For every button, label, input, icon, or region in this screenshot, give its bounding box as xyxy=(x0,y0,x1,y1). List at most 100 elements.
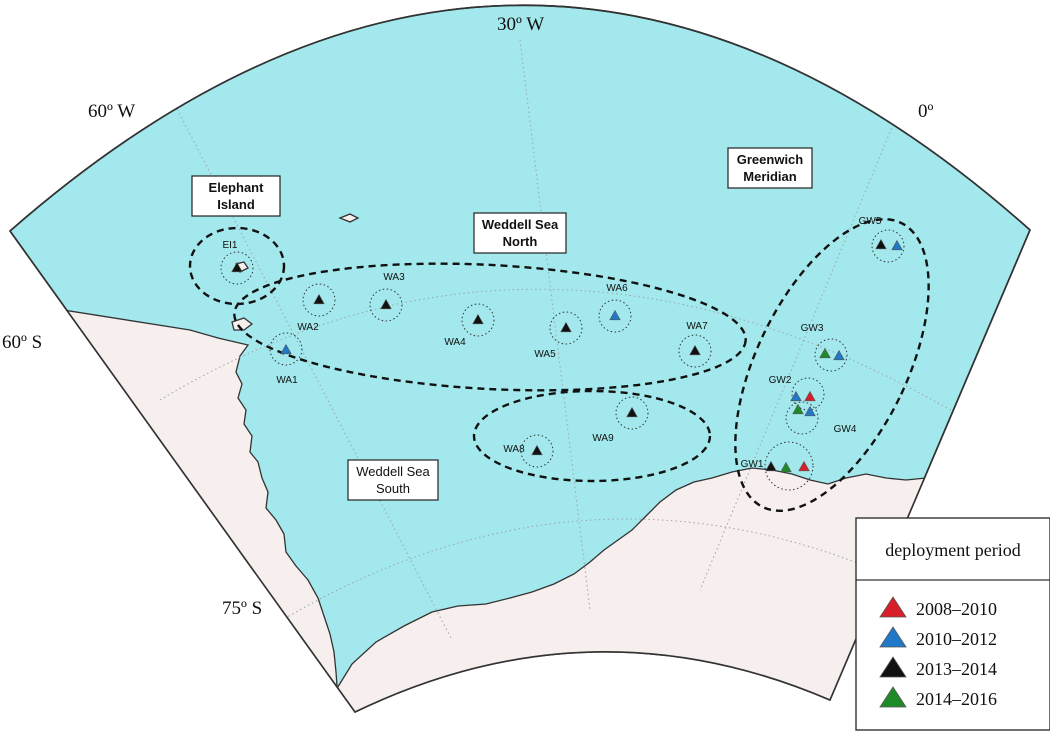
site-range-circle xyxy=(785,401,819,435)
site-range-circle xyxy=(461,303,495,337)
site-ei1: EI1 xyxy=(220,240,254,285)
legend-label: 2010–2012 xyxy=(916,629,997,649)
site-label: WA9 xyxy=(592,433,614,444)
legend-label: 2014–2016 xyxy=(916,689,997,709)
legend-swatch xyxy=(879,686,907,708)
site-label: GW5 xyxy=(859,216,882,227)
site-label: WA1 xyxy=(276,375,298,386)
site-gw2: GW2 xyxy=(769,375,825,417)
region-label-weddell-south: Weddell Sea South xyxy=(347,459,439,501)
deployment-marker xyxy=(804,405,816,417)
deployment-marker xyxy=(380,298,392,310)
legend-item: 2014–2016 xyxy=(879,686,997,709)
deployment-marker xyxy=(891,239,903,251)
site-range-circle xyxy=(598,299,632,333)
latitude-label-75s: 75º S xyxy=(222,598,262,619)
site-gw4: GW4 xyxy=(785,401,857,435)
site-wa2: WA2 xyxy=(297,283,336,333)
site-label: WA8 xyxy=(503,444,525,455)
longitude-label-30w: 30º W xyxy=(497,14,544,35)
site-label: GW1 xyxy=(741,459,764,470)
site-label: EI1 xyxy=(222,240,237,251)
region-label-elephant-island: Elephant Island xyxy=(191,175,281,217)
cluster-weddell-south xyxy=(472,389,712,483)
site-wa9: WA9 xyxy=(592,396,649,444)
site-label: WA6 xyxy=(606,283,628,294)
south-shetland-islands xyxy=(231,317,254,331)
region-line: Weddell Sea xyxy=(356,464,430,479)
site-range-circle xyxy=(302,283,336,317)
site-gw5: GW5 xyxy=(859,216,905,263)
region-line: North xyxy=(503,234,538,249)
deployment-marker xyxy=(472,313,484,325)
site-wa6: WA6 xyxy=(598,283,632,333)
map-frame xyxy=(8,4,1031,714)
region-label-weddell-north: Weddell Sea North xyxy=(473,212,567,254)
site-gw3: GW3 xyxy=(801,323,848,372)
site-wa8: WA8 xyxy=(503,434,554,468)
site-wa7: WA7 xyxy=(678,321,712,368)
longitude-label-0: 0º xyxy=(918,101,934,122)
deployment-marker xyxy=(780,461,792,473)
site-gw1: GW1 xyxy=(741,441,814,491)
site-wa3: WA3 xyxy=(369,272,405,322)
region-label-greenwich: Greenwich Meridian xyxy=(727,147,813,189)
site-range-circle xyxy=(369,288,403,322)
cluster-greenwich xyxy=(734,218,930,512)
legend-title: deployment period xyxy=(885,540,1020,560)
deployment-marker xyxy=(765,460,777,472)
region-line: Meridian xyxy=(743,169,797,184)
site-label: GW2 xyxy=(769,375,792,386)
site-range-circle xyxy=(520,434,554,468)
deployment-marker xyxy=(231,261,243,273)
deployment-sites: EI1WA1WA2WA3WA4WA5WA6WA7WA8WA9GW1GW2GW3G… xyxy=(220,216,905,491)
legend-items: 2008–2010 2010–2012 2013–2014 2014–2016 xyxy=(879,596,997,709)
deployment-marker xyxy=(804,390,816,402)
site-label: WA5 xyxy=(534,349,556,360)
site-label: WA3 xyxy=(383,272,405,283)
south-orkney-islands xyxy=(338,213,360,223)
legend-label: 2013–2014 xyxy=(916,659,997,679)
region-line: Island xyxy=(217,197,255,212)
site-range-circle xyxy=(269,332,303,366)
region-line: Weddell Sea xyxy=(482,217,559,232)
site-label: GW4 xyxy=(834,424,857,435)
legend-swatch xyxy=(879,656,907,678)
deployment-marker xyxy=(689,344,701,356)
legend: deployment period 2008–2010 2010–2012 2013… xyxy=(855,517,1050,731)
region-line: Elephant xyxy=(209,180,265,195)
legend-item: 2010–2012 xyxy=(879,626,997,649)
site-label: WA4 xyxy=(444,337,466,348)
site-label: WA2 xyxy=(297,322,319,333)
site-range-circle xyxy=(678,334,712,368)
deployment-marker xyxy=(875,238,887,250)
legend-label: 2008–2010 xyxy=(916,599,997,619)
site-wa1: WA1 xyxy=(269,332,303,386)
legend-item: 2013–2014 xyxy=(879,656,997,679)
site-wa5: WA5 xyxy=(534,311,583,360)
region-line: South xyxy=(376,481,410,496)
deployment-marker xyxy=(790,390,802,402)
cluster-ellipses xyxy=(188,218,930,512)
legend-swatch xyxy=(879,596,907,618)
site-range-circle xyxy=(615,396,649,430)
site-range-circle xyxy=(764,441,814,491)
longitude-label-60w: 60º W xyxy=(88,101,135,122)
deployment-marker xyxy=(313,293,325,305)
legend-swatch xyxy=(879,626,907,648)
deployment-marker xyxy=(833,349,845,361)
region-line: Greenwich xyxy=(737,152,804,167)
site-range-circle xyxy=(549,311,583,345)
site-label: GW3 xyxy=(801,323,824,334)
site-label: WA7 xyxy=(686,321,708,332)
latitude-label-60s: 60º S xyxy=(2,332,42,353)
site-range-circle xyxy=(871,229,905,263)
deployment-marker xyxy=(560,321,572,333)
cluster-weddell-north xyxy=(233,262,747,392)
deployment-marker xyxy=(819,347,831,359)
site-range-circle xyxy=(814,338,848,372)
deployment-marker xyxy=(609,309,621,321)
deployment-marker xyxy=(531,444,543,456)
